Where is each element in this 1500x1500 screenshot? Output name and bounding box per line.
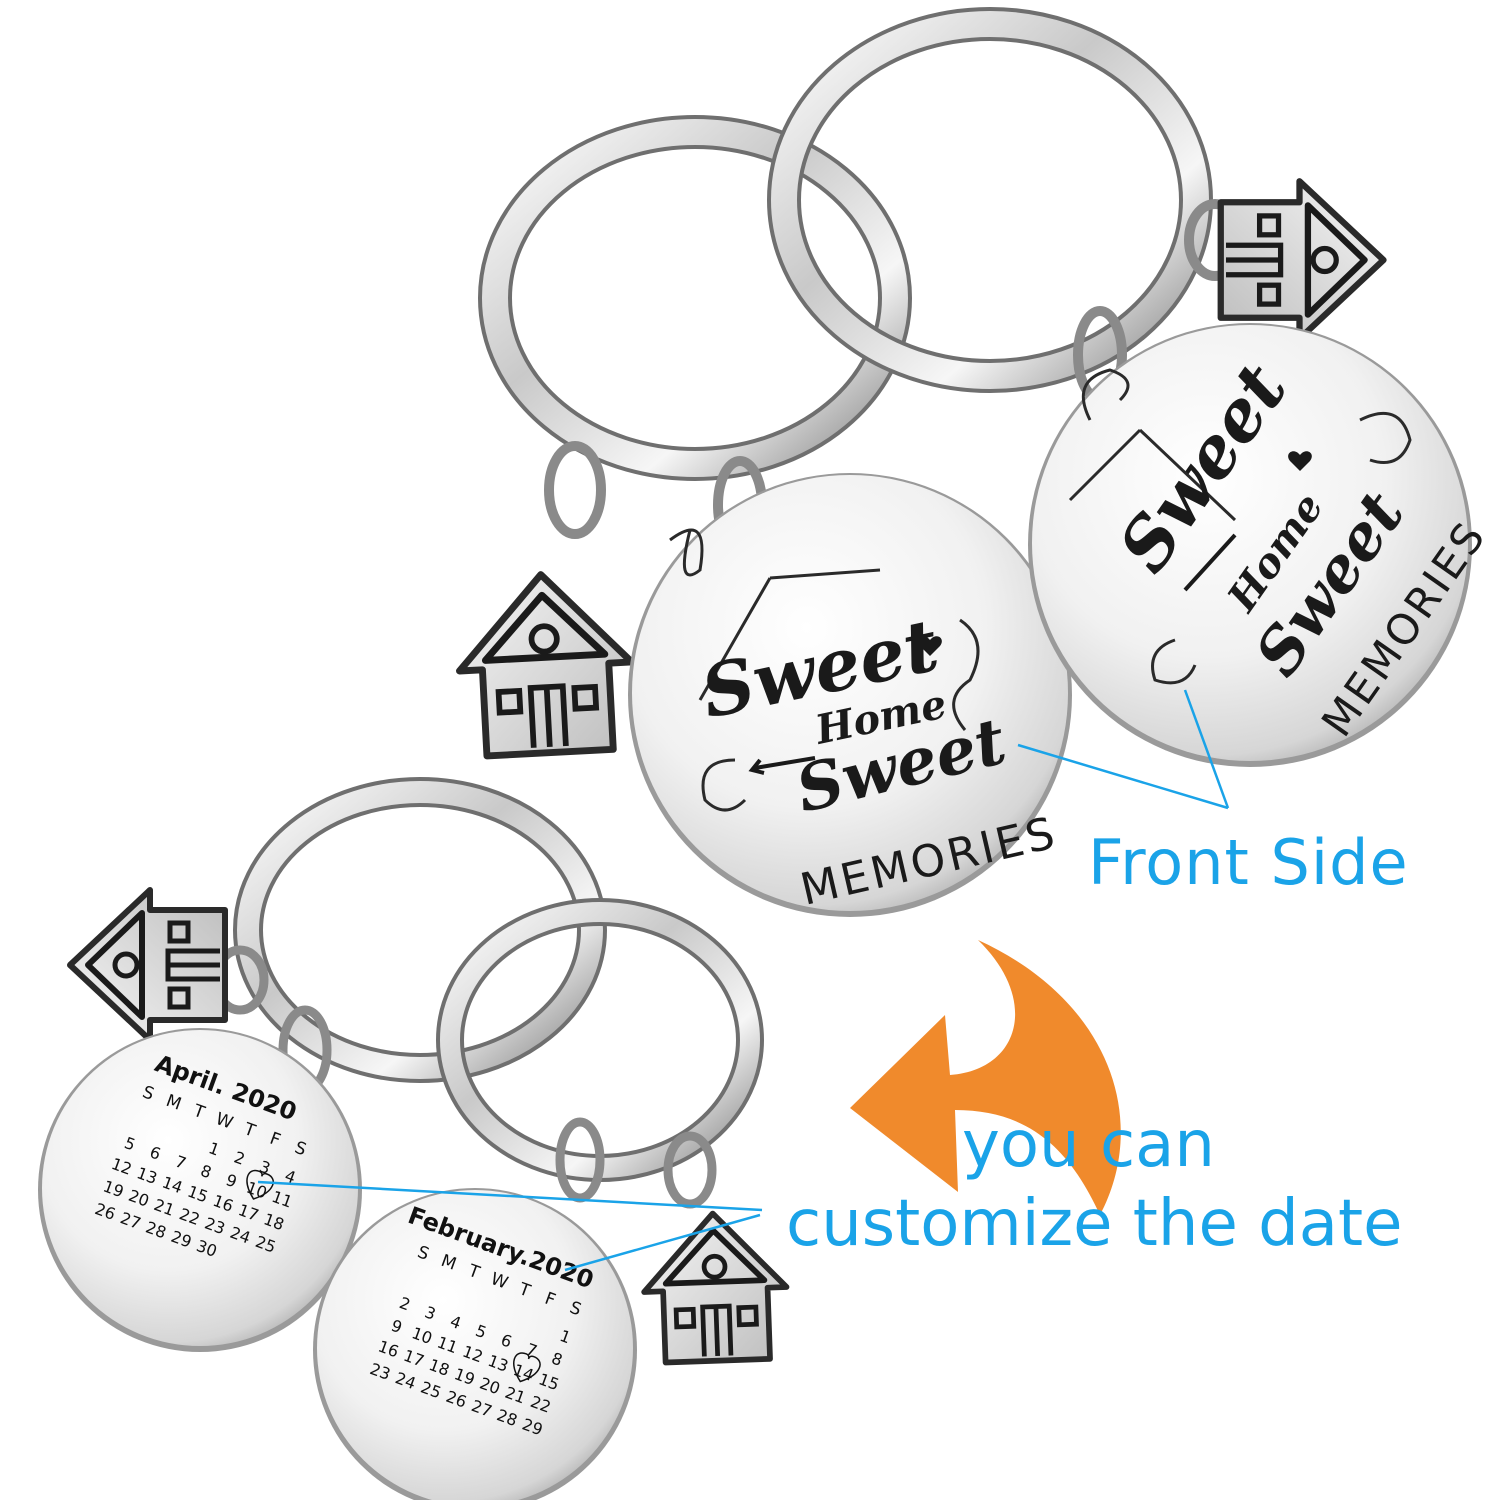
customize-caption-line2: customize the date [786, 1187, 1403, 1261]
house-charm-icon [1221, 181, 1384, 339]
heart-icon [246, 1169, 275, 1200]
customize-caption-line1: you can [962, 1108, 1215, 1182]
front-tag-right: Sweet Home Sweet MEMORIES [1028, 323, 1496, 767]
key-ring-front-left [478, 115, 912, 481]
key-ring-back-left [233, 777, 607, 1083]
heart-icon [513, 1352, 541, 1383]
front-tag-left: Sweet Home Sweet MEMORIES [628, 473, 1072, 917]
pointer-lines [257, 689, 1230, 1272]
curved-arrow-icon [850, 940, 1121, 1215]
jump-rings-back [211, 945, 717, 1209]
calendar-weekday: M [163, 1091, 184, 1115]
front-side-caption: Front Side [1088, 826, 1409, 899]
heart-icon [918, 636, 942, 656]
calendar-weekday: M [438, 1251, 459, 1275]
house-charm-icon [70, 890, 225, 1040]
key-ring-front-right [767, 7, 1213, 393]
calendar-weekday: W [213, 1109, 236, 1134]
heart-icon [1288, 451, 1312, 471]
house-charm-icon [455, 570, 637, 757]
house-charm-icon [641, 1211, 789, 1363]
calendar-weekday: W [488, 1269, 511, 1294]
